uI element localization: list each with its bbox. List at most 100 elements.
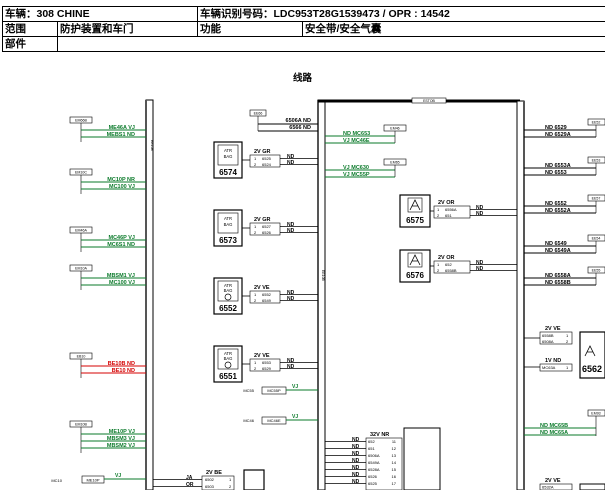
bottom-left-wire-spec: 2V BE	[206, 470, 222, 476]
bottom-left-wire-label: JA	[186, 475, 193, 481]
big-connector-pin-code: 651	[368, 446, 375, 451]
airbag-icon-text: BAG	[224, 222, 233, 227]
mc10-label: MC10	[51, 478, 62, 483]
right-connector-wire-label: ND 6553A	[545, 163, 571, 169]
device-pin-number: 1	[254, 156, 257, 161]
device-out-wire-label: ND	[287, 228, 295, 234]
left-connector-wire-label: BE10 ND	[112, 368, 135, 374]
big-connector-pin-number: 12	[392, 446, 397, 451]
device-pin-number: 1	[254, 292, 257, 297]
left-connector-id: EM46A	[75, 228, 87, 232]
device-icon-frame	[217, 144, 239, 166]
big-connector-pin-number: 16	[392, 474, 397, 479]
right-bottom-pin-block	[539, 483, 573, 490]
mc10-wire-label: VJ	[115, 473, 121, 479]
right-bottom-device	[579, 483, 605, 490]
device-wire-spec: 2V VE	[254, 285, 270, 291]
mid-device-pin-code: 6558B	[445, 268, 457, 273]
left-connector-wire-label: ME46A VJ	[109, 125, 135, 131]
mid-connector-id: EM65	[390, 160, 399, 164]
right-connector-wire-label: ND 6549	[545, 241, 567, 247]
mc-tag-label: MC55P	[267, 388, 281, 393]
right-connector-wire-label: ND 6553	[545, 170, 567, 176]
airbag-icon-text: BAG	[224, 356, 233, 361]
mid-device-out-wire-label: ND	[476, 266, 484, 272]
device-pin-block	[249, 358, 281, 372]
big-connector-pin-code: 6528A	[368, 467, 380, 472]
mid-device-pin-block	[433, 260, 471, 274]
right-device-wire-spec-1: 2V VE	[545, 326, 561, 332]
left-connector-wire-label: ME10P VJ	[109, 429, 135, 435]
part-label: 部件	[2, 36, 58, 52]
mid-connector-id: EM46	[390, 126, 399, 130]
seatbelt-icon	[409, 199, 421, 211]
big-connector-pin-number: 11	[392, 439, 397, 444]
bus-bar-mid-label: EE10B	[321, 270, 325, 282]
section-title: 线路	[292, 73, 312, 84]
device-pin-number: 1	[254, 224, 257, 229]
left-connector-wire-label: MBSM1 VJ	[107, 273, 135, 279]
left-connector-id: EM10B	[75, 422, 87, 426]
mc-label: MC55	[243, 388, 254, 393]
mid-device-id: 6575	[406, 216, 424, 225]
big-connector-pin-code: 6525	[368, 481, 378, 486]
right-bottom-wire-spec: 2V VE	[545, 478, 561, 484]
left-connector-id: EB10	[77, 354, 86, 358]
mid-device-out-wire-label: ND	[476, 205, 484, 211]
bus-bar-mid	[317, 99, 326, 490]
device-pin-code: 6553	[262, 360, 272, 365]
device-out-wire-label: ND	[287, 222, 295, 228]
bottom-left-pin-number: 1	[229, 477, 232, 482]
device-pin-number: 2	[254, 230, 257, 235]
big-connector-pin-code: 652	[368, 439, 375, 444]
bottom-left-pin-code: 6502	[205, 477, 215, 482]
device-pin-code: 6525	[262, 156, 272, 161]
right-connector-wire-label: ND 6552	[545, 201, 567, 207]
steering-wheel-icon	[224, 361, 232, 369]
top-connector-wire-label-2: 6566 ND	[289, 125, 311, 131]
right-device-pin-code: 6558B	[542, 333, 554, 338]
mid-device-pin-number: 1	[437, 262, 440, 267]
right-device-wire-spec-2: 1V ND	[545, 358, 561, 364]
right-connector-tag	[587, 266, 605, 274]
big-connector-box	[403, 427, 441, 490]
bottom-left-pin-code: 6503	[205, 484, 215, 489]
bus-bar-top-tag	[411, 97, 447, 104]
device-pin-number: 2	[254, 162, 257, 167]
device-pin-number: 2	[254, 366, 257, 371]
mid-device-pin-block	[433, 205, 471, 219]
vin-value: LDC953T28G1539473 / OPR : 14542	[273, 8, 450, 20]
right-device-pin-block-2	[539, 363, 573, 372]
left-connector-wire-label: MC10P NR	[107, 177, 135, 183]
right-connector-id: EE53	[592, 158, 601, 162]
device-pin-code: 6529	[262, 366, 272, 371]
right-bottom-wire-label: ND MC65B	[540, 423, 568, 429]
device-id: 6574	[219, 168, 237, 177]
mid-device-pin-code: 651	[445, 213, 452, 218]
big-connector-wire-label: ND	[352, 437, 360, 443]
mc-wire-label: VJ	[292, 414, 298, 420]
mid-connector-wire-label: VJ MC46E	[343, 138, 370, 144]
device-pin-block	[249, 154, 281, 168]
right-connector-tag	[587, 118, 605, 126]
mid-device-id: 6576	[406, 271, 424, 280]
airbag-icon: ATR	[224, 148, 232, 153]
left-connector-wire-label: MBSM3 VJ	[107, 436, 135, 442]
steering-wheel-icon	[224, 293, 232, 301]
right-device-pin-code: MC63A	[542, 365, 556, 370]
mid-device-pin-number: 2	[437, 213, 440, 218]
device-id: 6551	[219, 372, 237, 381]
device-out-wire-label: ND	[287, 160, 295, 166]
vehicle-value: 308 CHINE	[36, 8, 90, 20]
big-connector-pin-number: 17	[392, 481, 397, 486]
bus-bar-left-label: EE10B	[150, 140, 154, 152]
big-connector-wire-label: ND	[352, 451, 360, 457]
right-connector-wire-label: ND 6529	[545, 125, 567, 131]
device-out-wire-label: ND	[287, 364, 295, 370]
belt-icon-frame	[407, 197, 423, 213]
mid-device-pin-code: 6556A	[445, 207, 457, 212]
mid-device-out-wire-label: ND	[476, 211, 484, 217]
big-connector-wire-label: ND	[352, 444, 360, 450]
big-connector-pin-number: 14	[392, 460, 397, 465]
left-connector-wire-label: MC100 VJ	[109, 184, 135, 190]
